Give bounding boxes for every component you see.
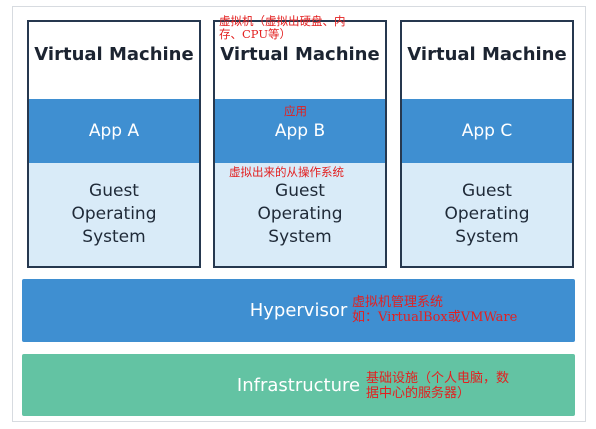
guest-os-block: Guest Operating System: [215, 163, 385, 266]
guest-os-line: Operating: [71, 204, 157, 224]
infrastructure-layer: Infrastructure: [22, 354, 575, 416]
guest-os-line: System: [268, 227, 332, 247]
guest-os-block: Guest Operating System: [402, 163, 572, 266]
guest-os-line: System: [82, 227, 146, 247]
vm-title: Virtual Machine: [34, 44, 194, 65]
guest-os-block: Guest Operating System: [29, 163, 199, 266]
infrastructure-annotation-line: 据中心的服务器）: [366, 386, 471, 401]
vm-annotation-line: 存、CPU等）: [219, 27, 292, 41]
vm-title: Virtual Machine: [220, 44, 380, 65]
diagram-frame: [12, 6, 586, 422]
guest-os-annotation: 虚拟出来的从操作系统: [229, 165, 344, 179]
app-b-block: App B: [215, 99, 385, 163]
infrastructure-label: Infrastructure: [236, 374, 361, 396]
hypervisor-annotation-line: 如：VirtualBox或VMWare: [352, 310, 518, 325]
app-c-block: App C: [402, 99, 572, 163]
virtual-machine-a: Virtual Machine App A Guest Operating Sy…: [27, 20, 201, 268]
hypervisor-layer: Hypervisor: [22, 279, 575, 342]
vm-annotation-line: 虚拟机（虚拟出硬盘、内: [219, 14, 346, 28]
guest-os-line: Guest: [275, 181, 325, 201]
guest-os-line: Guest: [89, 181, 139, 201]
guest-os-line: Operating: [257, 204, 343, 224]
infrastructure-annotation-line: 基础设施（个人电脑，数: [366, 371, 510, 386]
hypervisor-annotation-line: 虚拟机管理系统: [352, 295, 444, 310]
hypervisor-label: Hypervisor: [249, 300, 348, 321]
vm-title: Virtual Machine: [407, 44, 567, 65]
hypervisor-annotation: 虚拟机管理系统 如：VirtualBox或VMWare: [352, 295, 517, 325]
virtual-machine-b: Virtual Machine App B Guest Operating Sy…: [213, 20, 387, 268]
infrastructure-annotation: 基础设施（个人电脑，数 据中心的服务器）: [366, 371, 509, 401]
vm-annotation: 虚拟机（虚拟出硬盘、内 存、CPU等）: [219, 15, 346, 41]
virtual-machine-c: Virtual Machine App C Guest Operating Sy…: [400, 20, 574, 268]
app-a-block: App A: [29, 99, 199, 163]
app-annotation: 应用: [284, 104, 307, 118]
guest-os-line: Operating: [444, 204, 530, 224]
guest-os-line: System: [455, 227, 519, 247]
guest-os-line: Guest: [462, 181, 512, 201]
